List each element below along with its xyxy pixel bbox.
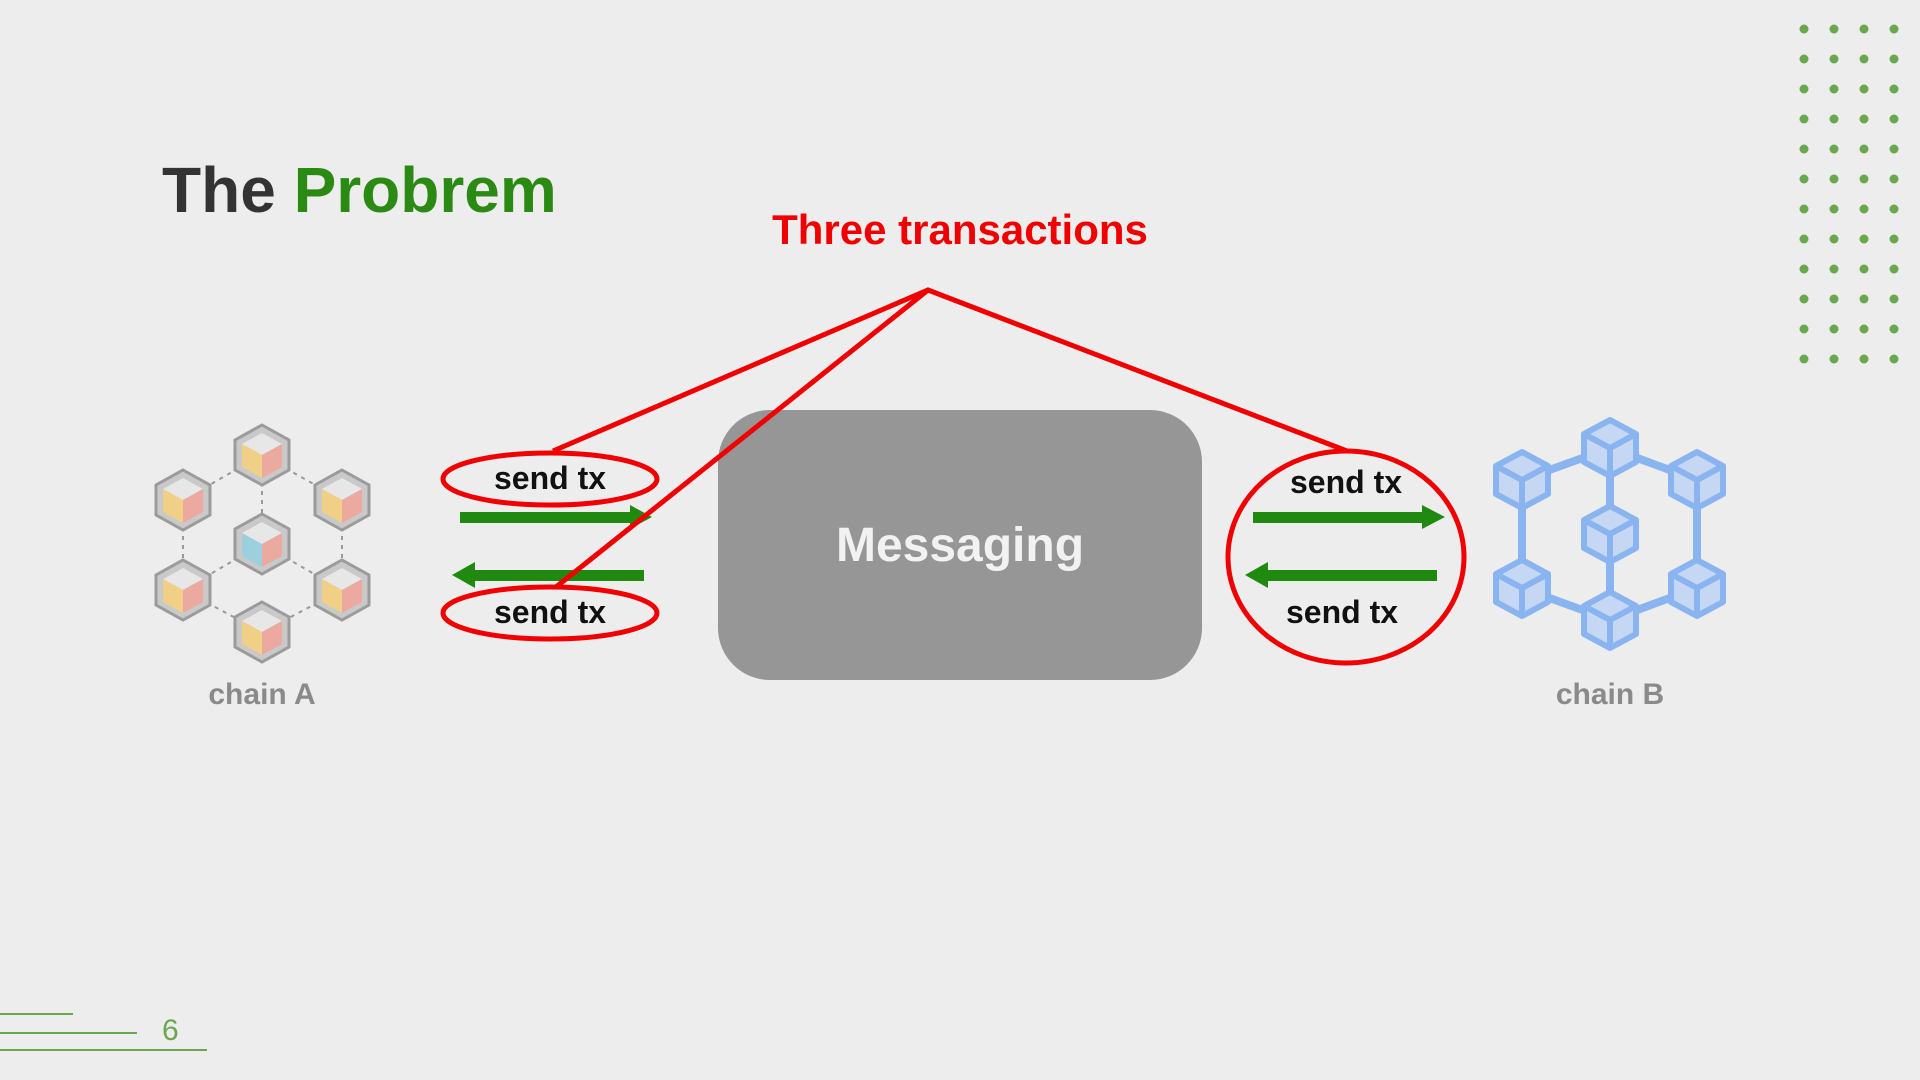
decor-dot [1889, 324, 1899, 334]
chain-a-label: chain A [208, 678, 316, 711]
title-accent: Probrem [293, 154, 557, 226]
decor-dot [1799, 84, 1809, 94]
left-top-tx-label: send tx [493, 460, 607, 496]
decor-dot [1829, 84, 1839, 94]
decor-dot [1799, 324, 1809, 334]
decor-dot [1859, 174, 1869, 184]
arrow-left-left-icon [452, 562, 644, 588]
decor-dot [1829, 54, 1839, 64]
decor-dot [1829, 174, 1839, 184]
decor-dot [1859, 294, 1869, 304]
decor-dot [1859, 114, 1869, 124]
decor-dot [1889, 24, 1899, 34]
slide-title: The Probrem [162, 158, 557, 222]
decor-dot [1829, 294, 1839, 304]
arrow-right-right-icon [1253, 505, 1445, 529]
left-bottom-tx-label: send tx [493, 594, 607, 630]
decor-dot [1889, 234, 1899, 244]
decor-dot [1859, 24, 1869, 34]
decor-dot [1859, 264, 1869, 274]
decor-dot [1799, 264, 1809, 274]
right-top-tx-label: send tx [1289, 464, 1403, 500]
decor-dot [1799, 204, 1809, 214]
decor-dot [1859, 144, 1869, 154]
decor-dot [1799, 294, 1809, 304]
decor-dot [1799, 54, 1809, 64]
decor-dot [1859, 84, 1869, 94]
three-transactions-callout: Three transactions [772, 206, 1148, 253]
decor-dot [1889, 294, 1899, 304]
decor-dot [1859, 354, 1869, 364]
decor-dot [1889, 174, 1899, 184]
decor-dot [1799, 114, 1809, 124]
decor-dot [1889, 144, 1899, 154]
decor-dot [1889, 264, 1899, 274]
decor-dot [1859, 324, 1869, 334]
decor-dot [1829, 114, 1839, 124]
arrow-left-right-icon [1245, 562, 1437, 588]
decor-dot [1799, 144, 1809, 154]
decor-dot [1799, 174, 1809, 184]
decor-dot [1829, 24, 1839, 34]
title-prefix: The [162, 154, 294, 226]
decor-dot [1829, 354, 1839, 364]
decor-dot [1889, 114, 1899, 124]
messaging-box: Messaging [718, 410, 1202, 680]
decor-dot [1829, 234, 1839, 244]
left-bottom-tx-ellipse [440, 584, 660, 642]
decor-dot [1889, 54, 1899, 64]
messaging-label: Messaging [835, 518, 1085, 572]
decor-dot [1829, 324, 1839, 334]
chain-b-label: chain B [1555, 678, 1665, 711]
decor-dot [1799, 24, 1809, 34]
decor-dot [1829, 204, 1839, 214]
decor-dot [1859, 54, 1869, 64]
decor-dot [1829, 144, 1839, 154]
decor-dot [1889, 204, 1899, 214]
decor-dot [1829, 264, 1839, 274]
decor-dot [1889, 84, 1899, 94]
right-bottom-tx-label: send tx [1285, 594, 1399, 630]
callout-pointer-lines [552, 287, 1348, 454]
decor-dot [1799, 354, 1809, 364]
left-top-tx-ellipse [440, 450, 660, 508]
decor-dot [1859, 204, 1869, 214]
decor-dot [1859, 234, 1869, 244]
page-number: 6 [162, 1014, 179, 1047]
decor-dot [1799, 234, 1809, 244]
decor-dot [1889, 354, 1899, 364]
